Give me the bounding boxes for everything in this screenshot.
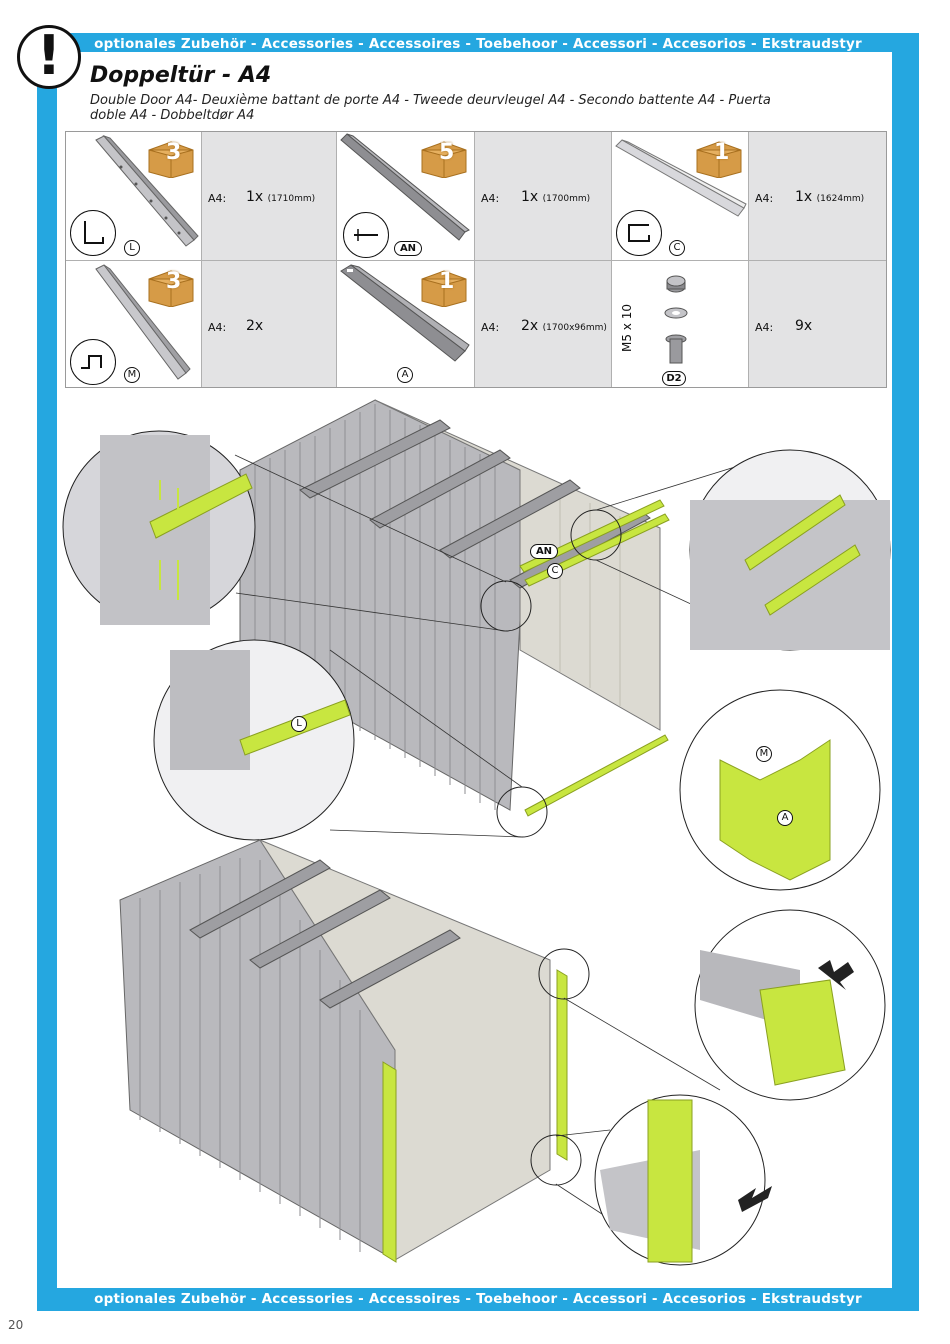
callout-m: M [756,746,772,762]
assembly-illustration [62,399,891,1266]
quantity: 9x [795,318,812,334]
model-label: A4: [208,192,227,205]
model-label: A4: [755,321,774,334]
box-icon [419,138,469,182]
part-image-a: 1 A [337,261,475,387]
part-letter-l: L [124,240,140,256]
profile-m-icon [70,339,116,385]
part-letter-a: A [397,367,413,383]
profile-an-icon [343,212,389,258]
qty-value: 1x [246,189,264,205]
model-label: A4: [755,192,774,205]
rail-an-illustration [340,133,470,241]
box-count: 3 [166,269,182,294]
part-qty-a: A4: 2x (1700x96mm) [475,261,612,387]
part-qty-c: A4: 1x (1624mm) [749,132,886,261]
page-title: Doppeltür - A4 [90,63,272,88]
footer-banner: optionales Zubehör - Accessories - Acces… [94,1291,862,1307]
qty-value: 1x [795,189,813,205]
detail-circle-insert-top [694,909,886,1101]
part-qty-l: A4: 1x (1710mm) [202,132,337,261]
profile-l-icon [70,210,116,256]
page-number: 20 [8,1318,24,1332]
qty-value: 1x [521,189,539,205]
box-icon [694,138,744,182]
quantity: 1x (1710mm) [246,189,315,205]
qty-value: 9x [795,318,813,334]
quantity: 1x (1700mm) [521,189,590,205]
rail-a-illustration [340,264,470,362]
part-qty-d2: A4: 9x [749,261,886,387]
screw-set-illustration [664,275,688,364]
header-banner: optionales Zubehör - Accessories - Acces… [94,36,862,52]
part-image-m: 3 M [66,261,202,387]
callout-an: AN [530,544,558,559]
model-label: A4: [481,321,500,334]
part-image-an: 5 AN [337,132,475,261]
callout-c: C [547,563,563,579]
rail-c-illustration [615,139,747,217]
box-count: 1 [714,140,730,165]
lower-shed [119,838,568,1263]
quantity: 1x (1624mm) [795,189,864,205]
quantity: 2x (1700x96mm) [521,318,607,334]
part-letter-m: M [124,367,140,383]
part-qty-m: A4: 2x [202,261,337,387]
arrow-icon [738,1186,772,1212]
page-subtitle: Double Door A4- Deuxième battant de port… [90,93,771,123]
warning-icon: ! [17,24,81,89]
part-image-c: 1 C [612,132,749,261]
rail-m-illustration [95,264,191,380]
parts-table: 3 L A4: 1x (1710mm) 5 AN A4: 1x (1700mm) [65,131,887,388]
qty-value: 2x [521,318,539,334]
detail-circle-l2 [153,639,355,841]
box-icon [146,138,196,182]
quantity: 2x [246,318,263,334]
part-image-d2: D2 [612,261,749,387]
detail-circle-insert-bottom [594,1094,772,1266]
box-icon [419,267,469,311]
part-letter-an: AN [394,241,422,256]
model-label: A4: [481,192,500,205]
box-count: 5 [439,140,455,165]
part-letter-c: C [669,240,685,256]
qty-dim: (1700x96mm) [542,323,607,333]
rail-l-illustration [95,134,199,247]
part-letter-d2: D2 [662,371,686,386]
qty-value: 2x [246,318,264,334]
arrow-icon [818,960,854,990]
box-count: 1 [439,269,455,294]
box-icon [146,267,196,311]
profile-c-icon [616,210,662,256]
detail-circle-l [62,430,256,625]
part-qty-an: A4: 1x (1700mm) [475,132,612,261]
qty-dim: (1700mm) [542,194,591,204]
qty-dim: (1624mm) [816,194,865,204]
warning-symbol: ! [36,24,62,87]
detail-circle-m-a [679,689,881,891]
screw-size-label: M5 x 10 [620,304,634,352]
callout-l: L [291,716,307,732]
callout-a: A [777,810,793,826]
box-count: 3 [166,140,182,165]
model-label: A4: [208,321,227,334]
qty-dim: (1710mm) [267,194,316,204]
detail-circle-an-c [689,449,891,651]
part-image-l: 3 L [66,132,202,261]
